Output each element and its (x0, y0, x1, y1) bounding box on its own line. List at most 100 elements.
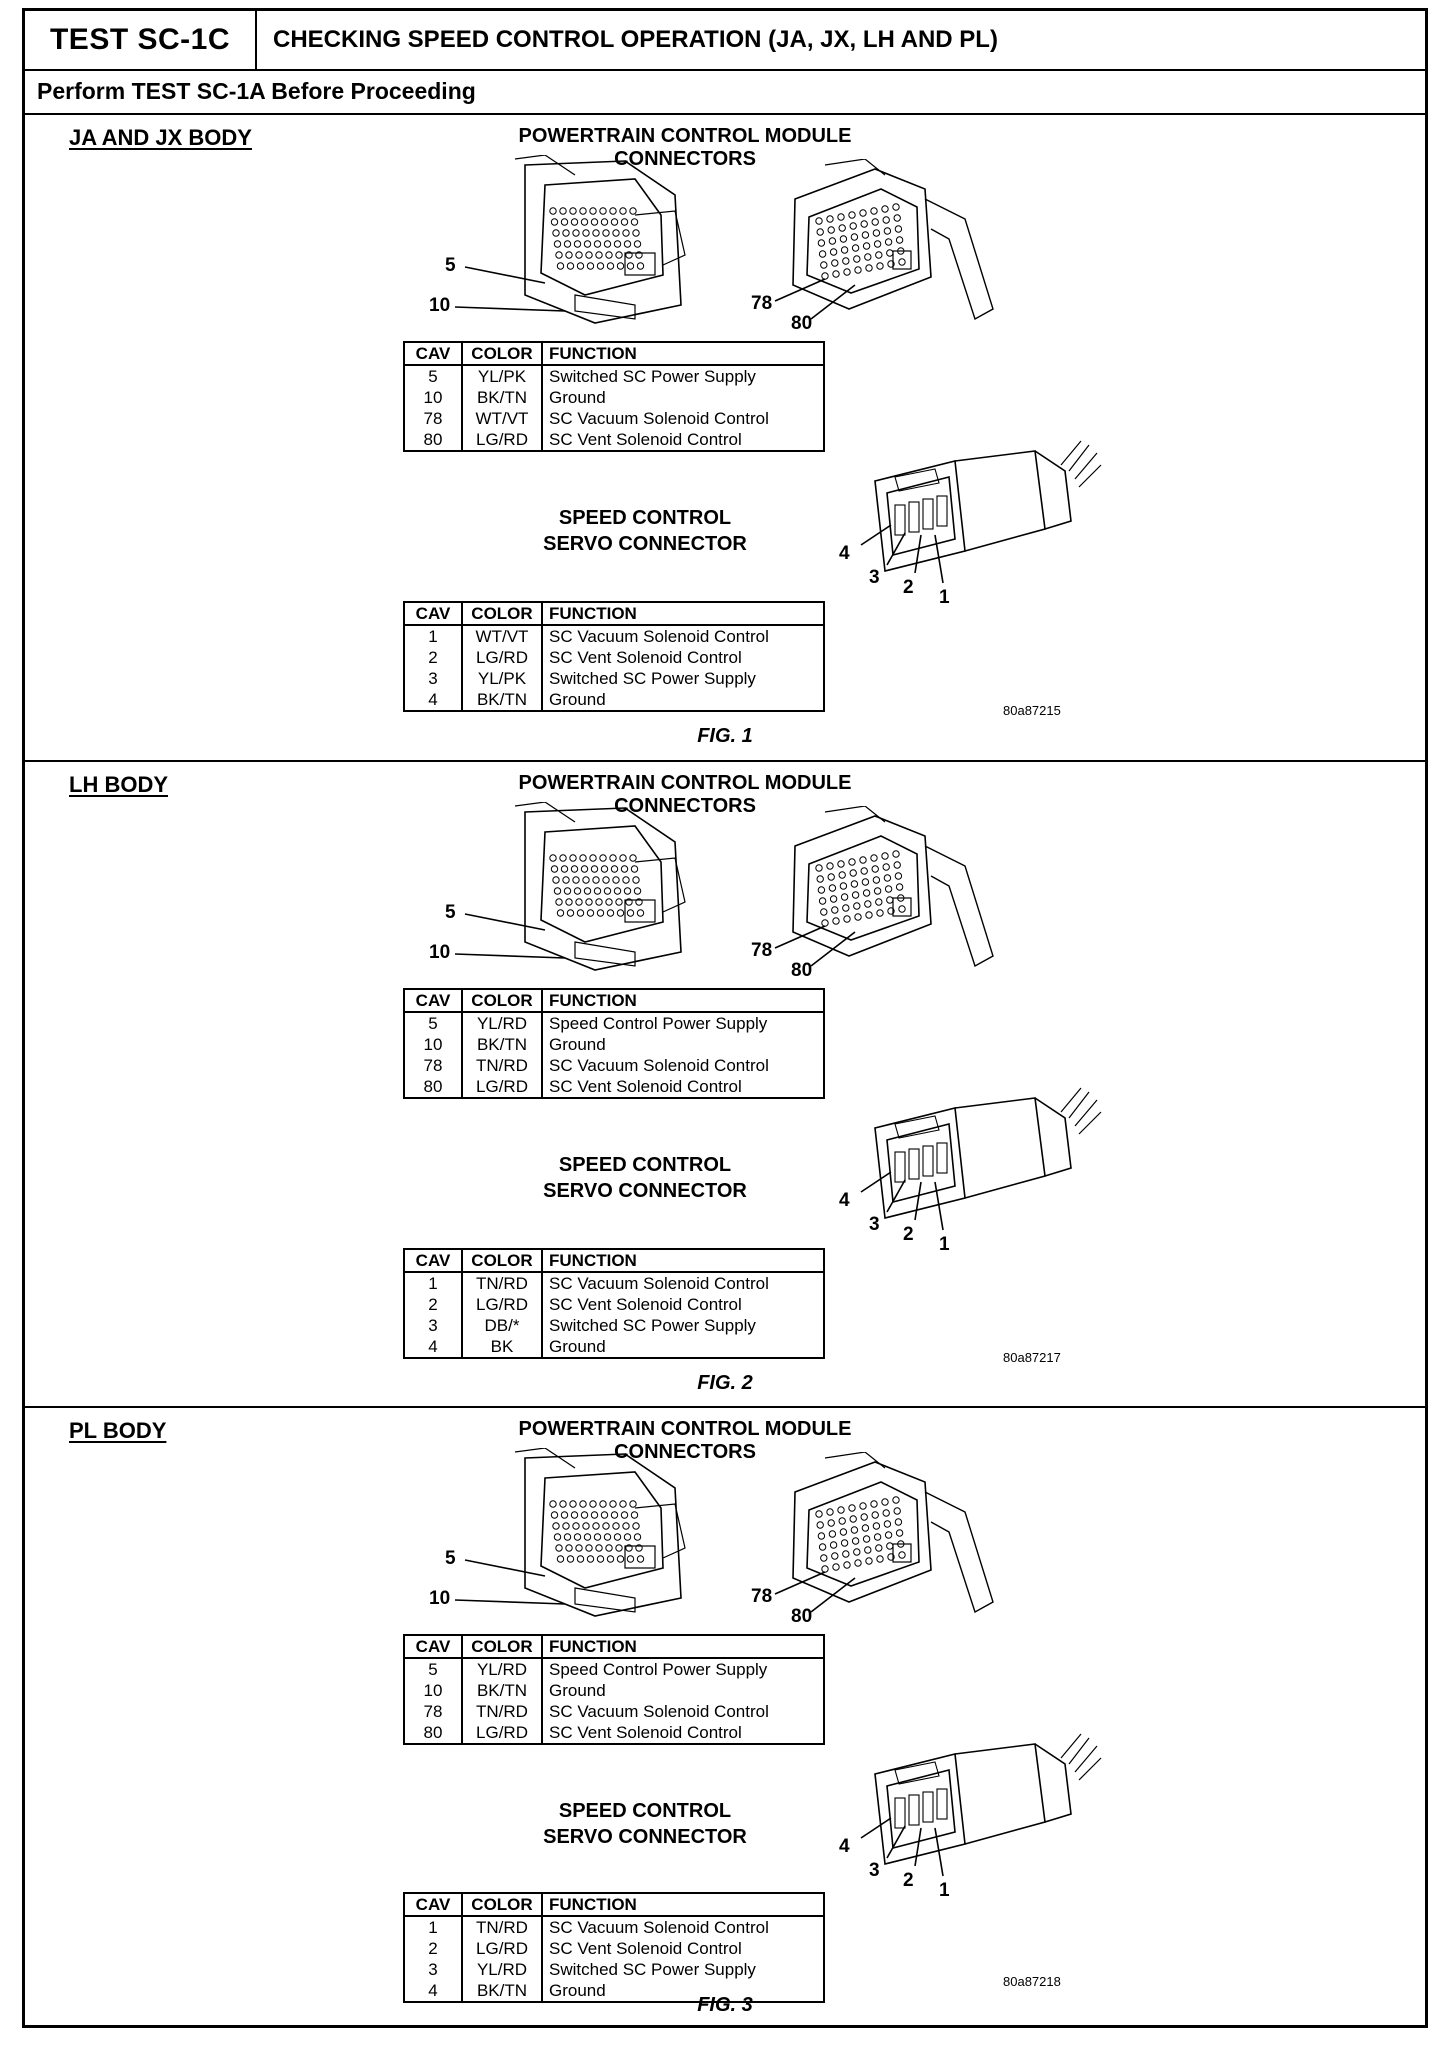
table-cell: YL/PK (462, 365, 543, 387)
callout-servo-1: 1 (939, 1234, 950, 1255)
callout-servo-4: 4 (839, 543, 850, 564)
callout-80: 80 (791, 960, 813, 981)
servo-connector-drawing (874, 440, 1102, 572)
table-cell: BK/TN (462, 1034, 543, 1055)
table-cell: LG/RD (462, 647, 543, 668)
table-cell: SC Vacuum Solenoid Control (549, 1274, 769, 1293)
table-cell: DB/* (462, 1315, 543, 1336)
column-header: FUNCTION (542, 1894, 823, 1917)
table-cell: BK/TN (462, 689, 543, 710)
table-cell: 3 (405, 668, 463, 689)
servo-title-line-1: SPEED CONTROL (558, 1154, 732, 1176)
table-cell: Ground (549, 1035, 606, 1054)
table-cell: 78 (405, 1055, 463, 1076)
pcm-connector-left-drawing (514, 1448, 686, 1617)
servo-title-line-2: SERVO CONNECTOR (543, 1826, 747, 1848)
callout-servo-2: 2 (903, 577, 914, 598)
prerequisite-note: Perform TEST SC-1A Before Proceeding (37, 77, 476, 104)
table-cell: Speed Control Power Supply (549, 1660, 768, 1679)
table-cell: BK (462, 1336, 543, 1357)
callout-servo-3: 3 (869, 567, 880, 588)
table-cell: SC Vacuum Solenoid Control (549, 1702, 769, 1721)
table-cell: SC Vent Solenoid Control (549, 648, 742, 667)
column-header: CAV (405, 603, 463, 626)
table-cell: 10 (405, 1680, 463, 1701)
table-cell: Ground (549, 388, 606, 407)
callout-5: 5 (445, 902, 456, 923)
column-header: CAV (405, 343, 463, 366)
column-header: CAV (405, 1250, 463, 1273)
table-cell: SC Vent Solenoid Control (549, 1295, 742, 1314)
table-cell: BK/TN (462, 387, 543, 408)
table-cell: 5 (405, 365, 463, 387)
callout-servo-4: 4 (839, 1190, 850, 1211)
table-cell: 80 (405, 1722, 463, 1743)
callout-servo-2: 2 (903, 1870, 914, 1891)
leader-lines (454, 913, 944, 1231)
callout-servo-4: 4 (839, 1836, 850, 1857)
callout-servo-3: 3 (869, 1214, 880, 1235)
table-cell: SC Vacuum Solenoid Control (549, 1056, 769, 1075)
servo-title-line-1: SPEED CONTROL (558, 507, 732, 529)
artwork-id: 80a87215 (1003, 703, 1061, 718)
servo-connector-drawing (874, 1733, 1102, 1865)
pcm-connector-right-drawing (792, 1452, 994, 1614)
table-cell: WT/VT (462, 408, 543, 429)
table-cell: 1 (405, 1272, 463, 1294)
pcm-connectors-title: POWERTRAIN CONTROL MODULE CONNECTORS (518, 772, 852, 817)
body-type-label: JA AND JX BODY (69, 125, 252, 150)
callout-servo-1: 1 (939, 1880, 950, 1901)
column-header: CAV (405, 1636, 463, 1659)
table-cell: 4 (405, 1980, 463, 2001)
column-header: COLOR (462, 603, 543, 626)
table-cell: Speed Control Power Supply (549, 1014, 768, 1033)
table-cell: Ground (549, 1681, 606, 1700)
table-cell: 4 (405, 689, 463, 710)
table-cell: 3 (405, 1959, 463, 1980)
table-cell: Ground (549, 1337, 606, 1356)
table-cell: SC Vacuum Solenoid Control (549, 627, 769, 646)
column-header: CAV (405, 1894, 463, 1917)
column-header: COLOR (462, 990, 543, 1013)
figure-label: FIG. 2 (697, 1372, 753, 1394)
table-cell: TN/RD (462, 1055, 543, 1076)
table-cell: 1 (405, 1916, 463, 1938)
table-cell: 80 (405, 429, 463, 450)
column-header: CAV (405, 990, 463, 1013)
table-cell: LG/RD (462, 1294, 543, 1315)
table-cell: 2 (405, 1938, 463, 1959)
callout-servo-3: 3 (869, 1860, 880, 1881)
table-cell: Ground (549, 690, 606, 709)
table-cell: Switched SC Power Supply (549, 1960, 756, 1979)
table-cell: SC Vacuum Solenoid Control (549, 409, 769, 428)
table-cell: 78 (405, 408, 463, 429)
table-cell: Ground (549, 1981, 606, 2000)
